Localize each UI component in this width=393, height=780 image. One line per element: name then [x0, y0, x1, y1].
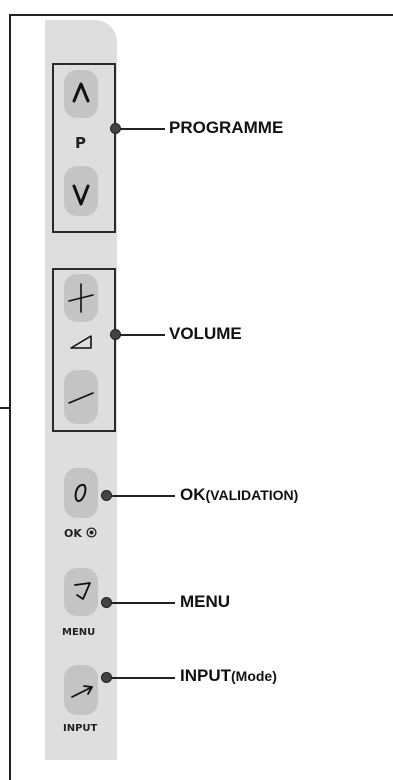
programme-callout-label: PROGRAMME	[169, 118, 284, 137]
ok-target-icon	[86, 527, 97, 538]
input-callout-sub: (Mode)	[231, 668, 277, 684]
volume-group	[52, 268, 116, 432]
programme-up-button[interactable]	[64, 70, 98, 118]
ok-label: OK	[64, 527, 97, 540]
menu-callout-label: MENU	[180, 592, 231, 611]
ok-callout-line	[111, 495, 175, 497]
input-callout-line	[111, 677, 175, 679]
programme-letter: P	[75, 134, 86, 152]
menu-icon	[74, 582, 91, 600]
programme-group	[52, 63, 116, 233]
menu-button[interactable]	[64, 568, 98, 616]
ok-callout-sub: (VALIDATION)	[205, 487, 299, 503]
caret-down-icon	[72, 184, 90, 206]
minus-icon	[68, 392, 94, 404]
ok-icon	[74, 483, 87, 502]
input-callout-label: INPUT(Mode)	[180, 666, 277, 686]
frame-left-line	[9, 14, 11, 780]
input-label: INPUT	[63, 723, 98, 734]
menu-callout-line	[111, 602, 175, 604]
menu-label: MENU	[62, 627, 96, 638]
input-button[interactable]	[64, 665, 98, 715]
programme-down-button[interactable]	[64, 166, 98, 216]
volume-up-button[interactable]	[64, 274, 98, 322]
input-callout-main: INPUT	[180, 666, 231, 685]
volume-callout-line	[120, 334, 165, 336]
ok-callout-label: OK(VALIDATION)	[180, 485, 298, 505]
ok-label-text: OK	[64, 527, 82, 540]
frame-top-line	[9, 14, 393, 16]
volume-callout-label: VOLUME	[169, 324, 242, 343]
volume-down-button[interactable]	[64, 370, 98, 424]
frame-stub-line	[0, 407, 11, 409]
input-arrow-icon	[71, 685, 93, 698]
caret-up-icon	[72, 82, 90, 103]
programme-callout-line	[120, 128, 165, 130]
plus-icon	[68, 283, 94, 313]
ok-button[interactable]	[64, 468, 98, 518]
volume-ramp-icon	[70, 335, 92, 349]
ok-callout-main: OK	[180, 485, 206, 504]
